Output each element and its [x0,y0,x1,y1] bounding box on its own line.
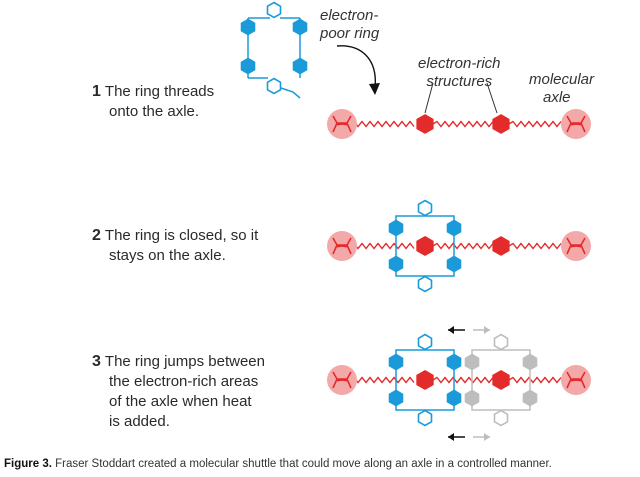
label-line: molecular [529,71,595,88]
stopper-arm [570,245,577,248]
stopper-arm [570,379,577,382]
caption-label: Figure 3. [4,458,52,470]
right-arrow-icon-head [484,433,490,441]
open-ring-end [280,87,301,99]
ghost-ring-top-unit [493,333,509,351]
ghost-ring-side-unit [464,389,480,407]
label-line: structures [426,73,493,90]
electron-rich-unit [416,370,434,390]
ring-3-bottom-unit [417,409,433,427]
electron-rich-unit [492,370,510,390]
ghost-ring-bottom-unit [493,409,509,427]
ring-2-side-unit [388,219,404,237]
electron-poor-ring-label: electron- poor ring [320,7,379,43]
electron-rich-unit [416,236,434,256]
open-ring-top-unit [266,1,282,19]
label-line: axle [543,89,571,106]
axle-3-chain [508,376,562,384]
electron-rich-unit [416,114,434,134]
stopper-arm [341,245,348,248]
stopper-arms [332,115,352,133]
ghost-ring-side-unit [522,389,538,407]
ring-3-side-unit [446,389,462,407]
step-number: 3 [92,353,101,370]
label-line: poor ring [320,25,380,42]
molecular-axle-label: molecular axle [529,71,594,107]
step-line: The ring jumps between [104,353,265,370]
open-ring-side-unit [292,57,308,75]
stopper-arms [566,371,586,389]
left-arrow-icon-head [448,433,454,441]
pointer-line [424,82,434,114]
ghost-ring-side-unit [464,353,480,371]
stopper-arms [332,237,352,255]
caption-text: Fraser Stoddart created a molecular shut… [51,458,552,470]
axle-1-chain [508,120,562,128]
electron-rich-unit [492,114,510,134]
axle-2-chain [508,242,562,250]
figure-caption: Figure 3. Fraser Stoddart created a mole… [4,458,552,470]
ring-3-side-unit [388,353,404,371]
stopper-arms [332,371,352,389]
step-line: of the axle when heat [109,393,252,410]
ring-2-side-unit [446,255,462,273]
ring-2-bottom-unit [417,275,433,293]
axle-2-chain [432,242,494,250]
stopper-arm [575,245,582,248]
ring-3-side-unit [446,353,462,371]
stopper-arm [575,123,582,126]
axle-1-chain [432,120,494,128]
thread-arrowhead-icon [369,83,380,95]
stopper-arm [336,123,343,126]
open-ring-side-unit [240,57,256,75]
step-line: The ring threads [104,83,215,100]
ring-3-side-unit [388,389,404,407]
ring-3-top-unit [417,333,433,351]
open-ring-bottom-unit [266,77,282,95]
electron-rich-unit [492,236,510,256]
label-line: electron- [320,7,379,24]
electron-rich-structures-label: electron-rich structures [418,55,501,91]
open-ring-side-unit [292,18,308,36]
step-line: The ring is closed, so it [104,227,259,244]
ring-2-side-unit [388,255,404,273]
step-number: 2 [92,227,101,244]
ring-2-top-unit [417,199,433,217]
open-ring-side-unit [240,18,256,36]
step-line: the electron-rich areas [109,373,259,390]
stopper-arm [336,245,343,248]
thread-arrow-icon [336,45,376,89]
left-arrow-icon-head [448,326,454,334]
right-arrow-icon-head [484,326,490,334]
stopper-arm [575,379,582,382]
ring-2-side-unit [446,219,462,237]
step-number: 1 [92,83,101,100]
pointer-line [486,82,498,114]
axle-3-chain [432,376,494,384]
step-line: onto the axle. [109,103,200,120]
stopper-arm [336,379,343,382]
stopper-arm [341,379,348,382]
stopper-arms [566,237,586,255]
stopper-arm [570,123,577,126]
stopper-arms [566,115,586,133]
label-line: electron-rich [418,55,501,72]
ghost-ring-side-unit [522,353,538,371]
stopper-arm [341,123,348,126]
step-line: stays on the axle. [109,247,226,264]
open-ring-frame [247,17,301,79]
step-line: is added. [109,413,170,430]
